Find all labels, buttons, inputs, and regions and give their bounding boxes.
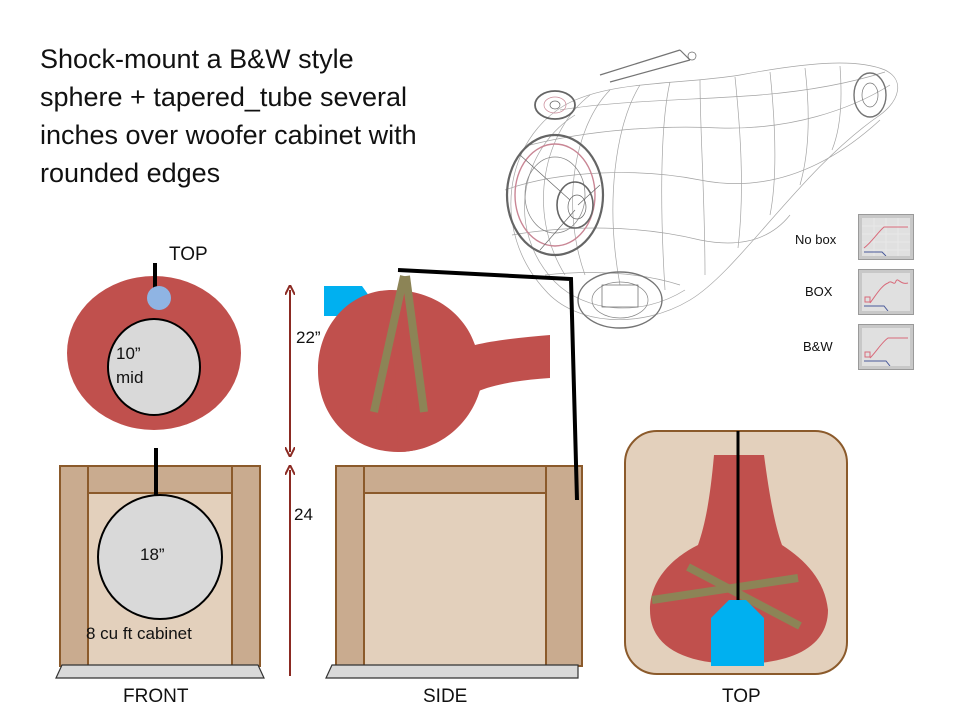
dimension-head-height: 22” <box>296 328 321 347</box>
label-top-lower: TOP <box>722 686 761 707</box>
response-curve-box <box>862 273 910 311</box>
cabinet-volume-label: 8 cu ft cabinet <box>86 624 192 643</box>
side-base-plate <box>325 664 579 679</box>
top-view <box>624 430 848 675</box>
label-front: FRONT <box>123 686 189 707</box>
graph-label-bw: B&W <box>803 339 833 354</box>
side-view <box>318 268 583 679</box>
title-line-4: rounded edges <box>40 158 221 188</box>
side-cabinet-top-panel <box>363 465 547 494</box>
woofer-18 <box>97 494 223 620</box>
response-curve-no-box <box>862 218 910 256</box>
mid-driver-10 <box>107 318 201 416</box>
front-cabinet-top-panel <box>87 465 233 494</box>
graph-label-box: BOX <box>805 284 833 299</box>
response-graph-no-box <box>858 214 914 260</box>
side-strut-right <box>402 275 428 413</box>
dimension-cabinet-height: 24 <box>294 505 313 524</box>
tweeter-dot <box>147 286 171 310</box>
wireframe-render <box>504 49 899 329</box>
label-side: SIDE <box>423 686 468 707</box>
slide-title: Shock-mount a B&W style sphere + tapered… <box>40 40 480 192</box>
mid-driver-size: 10” <box>116 344 141 363</box>
graph-label-no-box: No box <box>795 232 837 247</box>
side-cabinet <box>335 465 583 667</box>
title-line-1: Shock-mount a B&W style <box>40 44 354 74</box>
response-graph-bw <box>858 324 914 370</box>
front-cabinet-right-panel <box>231 465 261 667</box>
side-cabinet-front-panel <box>335 465 365 667</box>
mid-driver-label: mid <box>116 368 144 387</box>
response-curve-bw <box>862 328 910 366</box>
top-mount-block <box>711 600 764 666</box>
front-base-plate <box>55 664 265 679</box>
side-strut-left <box>370 275 408 413</box>
side-head-tube <box>392 290 550 452</box>
side-suspension-frame <box>397 268 579 501</box>
woofer-size: 18” <box>140 545 165 564</box>
front-cabinet-left-panel <box>59 465 89 667</box>
top-strut-2 <box>686 563 802 630</box>
front-view <box>55 263 265 679</box>
response-graph-box <box>858 269 914 315</box>
title-line-2: sphere + tapered_tube several <box>40 82 408 112</box>
label-top-upper: TOP <box>169 244 208 265</box>
title-line-3: inches over woofer cabinet with <box>40 120 417 150</box>
